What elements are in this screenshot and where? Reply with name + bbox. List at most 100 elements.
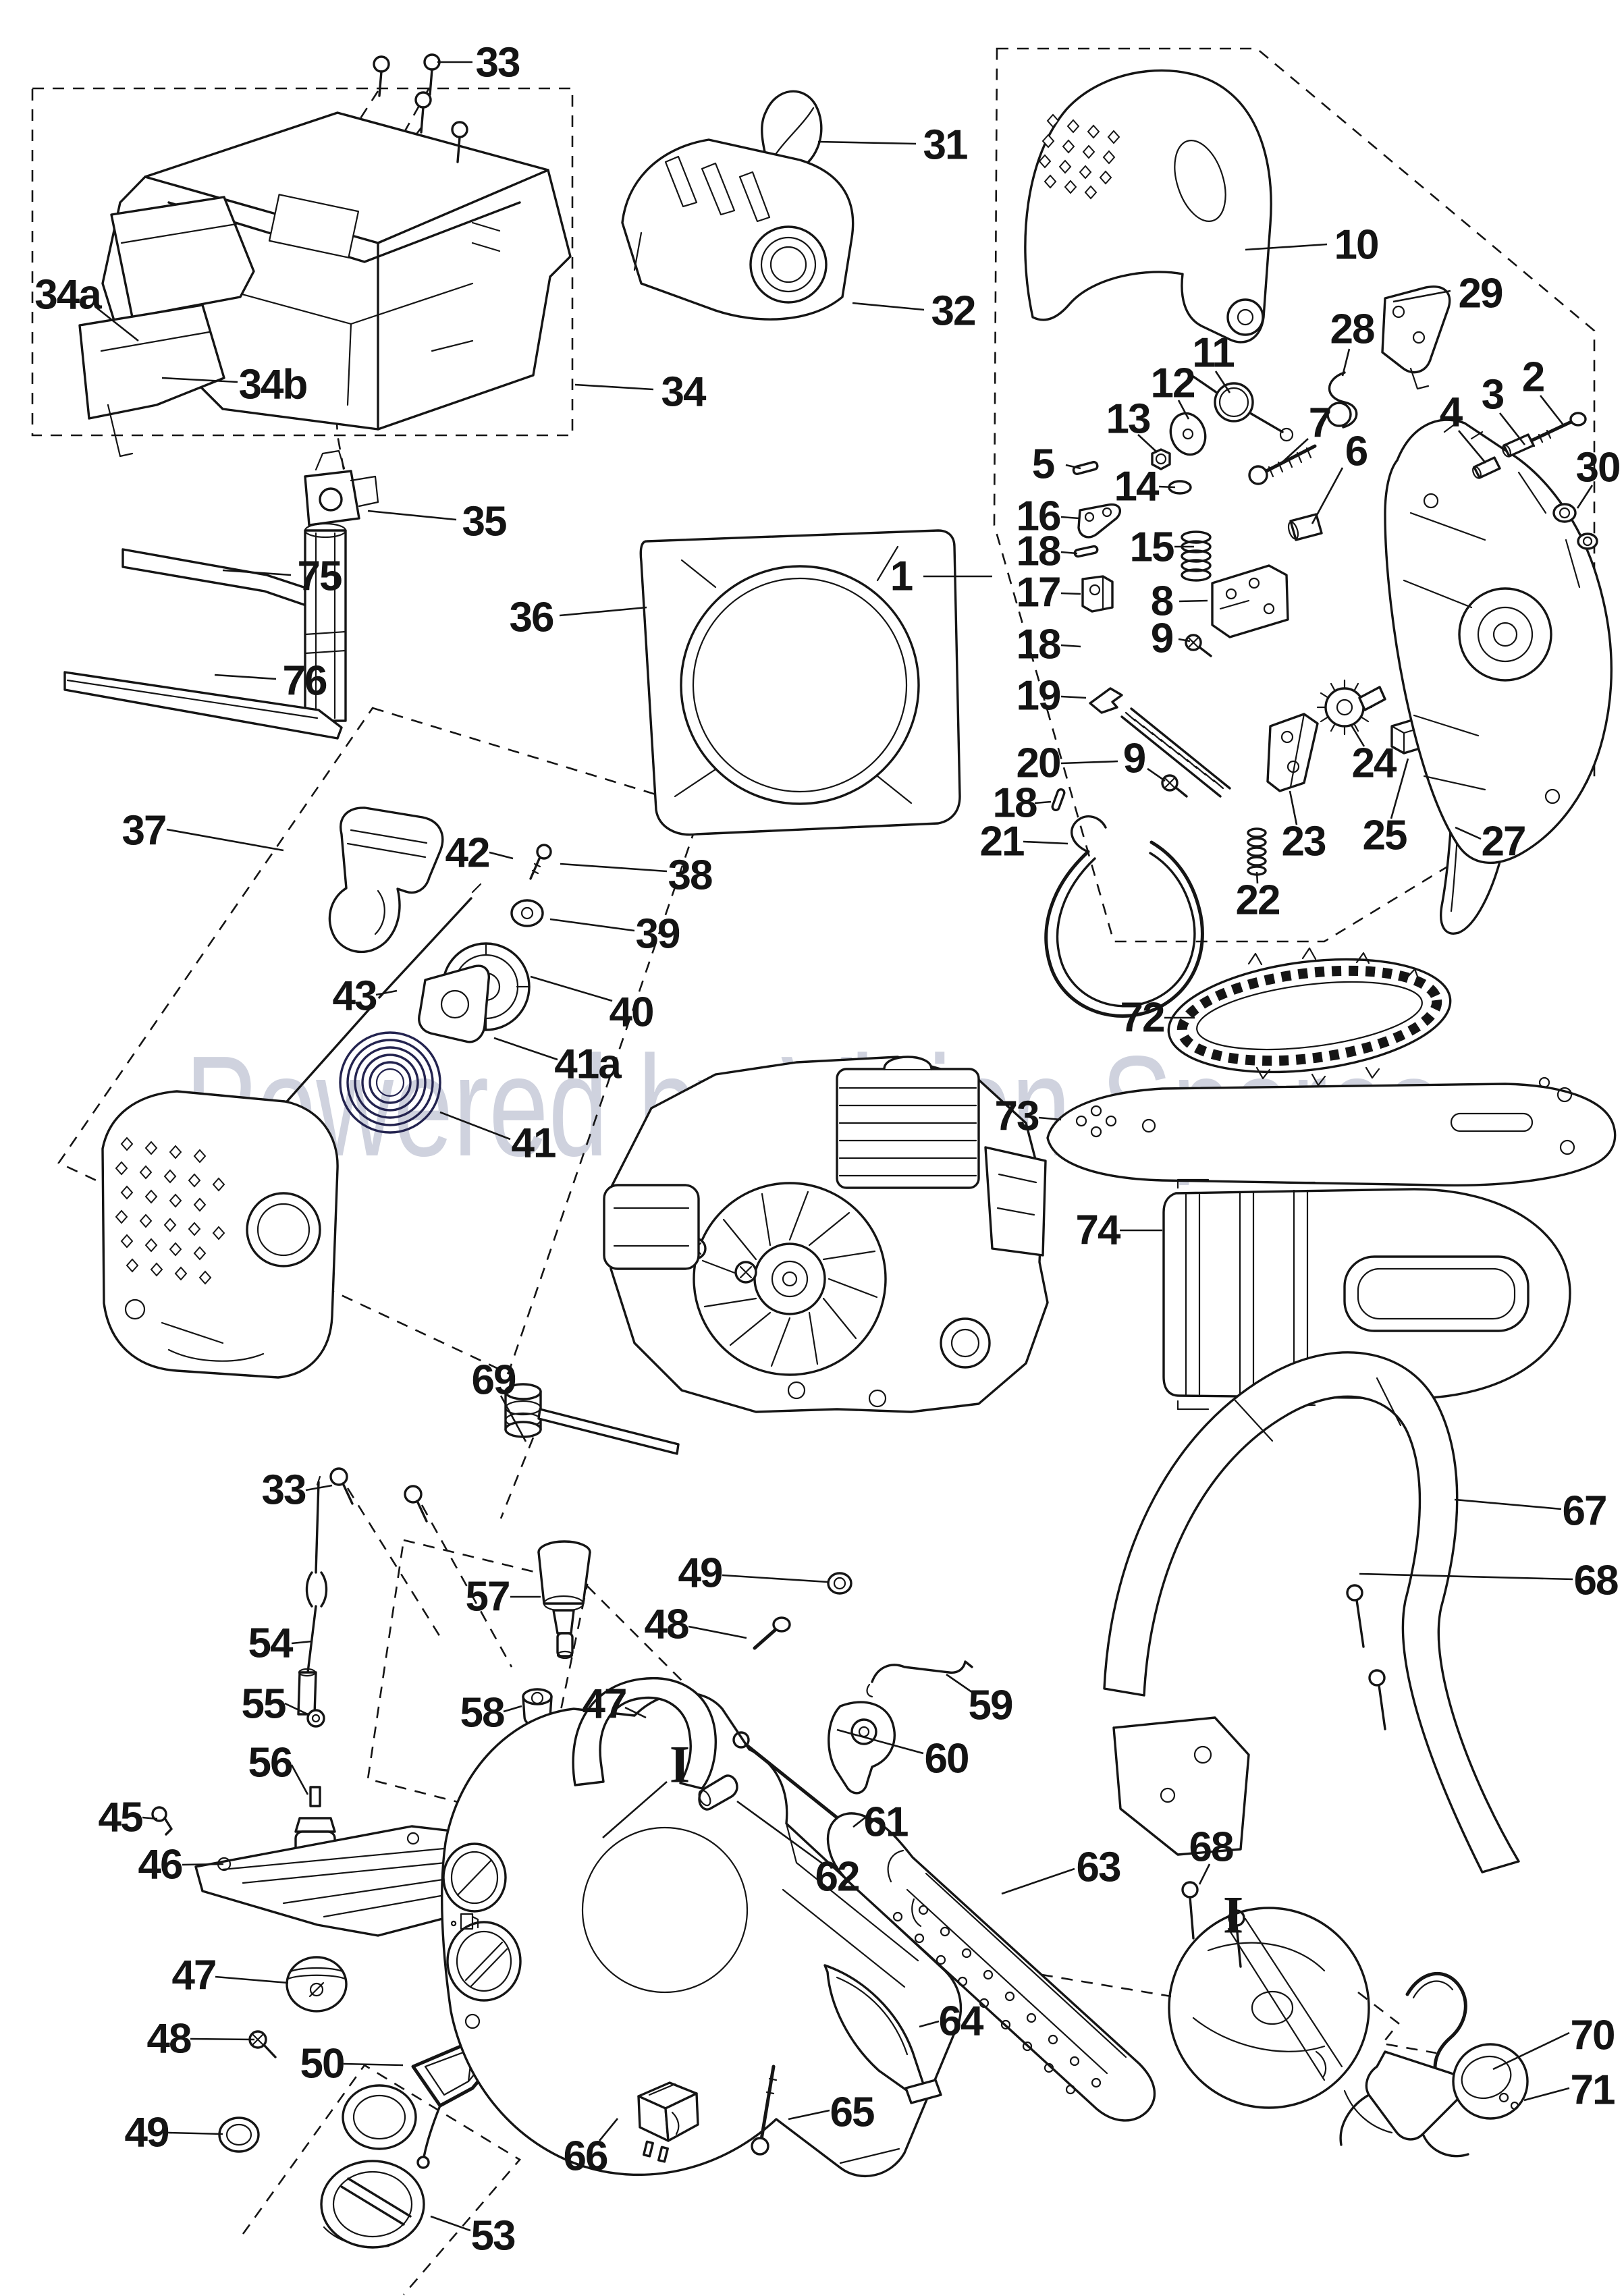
part-label-65: 65: [830, 2089, 874, 2136]
part-label-8: 8: [1151, 578, 1173, 625]
part-label-59: 59: [969, 1683, 1012, 1729]
pin-62: [698, 1774, 738, 1811]
leader-line-18: [1034, 800, 1052, 804]
breather-45: [151, 1806, 173, 1836]
fuel-filter-57: [537, 1540, 591, 1660]
part-label-28: 28: [1330, 306, 1374, 353]
detail-view-circle: [1168, 1907, 1370, 2109]
bracket-23: [1266, 713, 1319, 792]
part-label-66: 66: [564, 2133, 607, 2180]
leader-line-53: [430, 2215, 471, 2232]
part-label-19: 19: [1017, 673, 1060, 719]
leader-line-75: [222, 569, 292, 576]
leader-line-48: [688, 1625, 747, 1639]
screws-68-upper: [1346, 1584, 1386, 1730]
leader-line-28: [1341, 348, 1351, 377]
leader-line-27: [1455, 826, 1482, 840]
leader-line-18: [1060, 551, 1078, 555]
leader-line-19: [1060, 695, 1087, 699]
part-label-45: 45: [99, 1795, 142, 1841]
part-label-9: 9: [1123, 736, 1145, 782]
leader-line-10: [1245, 243, 1328, 251]
part-label-75: 75: [298, 553, 342, 600]
part-label-I: I: [1223, 1886, 1243, 1944]
primer-hose-70: [1405, 1972, 1467, 2079]
part-label-21: 21: [980, 819, 1024, 865]
leader-line-69: [499, 1395, 527, 1442]
part-label-64: 64: [939, 1998, 984, 2045]
part-label-31: 31: [923, 122, 967, 169]
part-label-15: 15: [1130, 524, 1174, 571]
cylinder-cover-34: [101, 111, 572, 431]
adjuster-gear-24: [1316, 679, 1386, 736]
part-label-10: 10: [1334, 222, 1378, 269]
leader-line-73: [1038, 1116, 1062, 1121]
leader-line-42: [489, 851, 514, 860]
part-label-I: I: [670, 1735, 690, 1794]
part-label-71: 71: [1571, 2067, 1615, 2114]
leader-line-33: [305, 1484, 333, 1492]
starter-cam-41a: [418, 964, 490, 1043]
part-label-68: 68: [1574, 1558, 1618, 1604]
throttle-rod-59: [866, 1660, 973, 1698]
screw-9b: [1161, 774, 1188, 798]
part-label-62: 62: [815, 1854, 859, 1901]
part-label-70: 70: [1571, 2013, 1615, 2059]
leader-line-45: [142, 1816, 158, 1820]
part-label-63: 63: [1077, 1844, 1120, 1891]
guard-bracket-64: [823, 1964, 942, 2104]
part-label-2: 2: [1522, 354, 1544, 401]
latch-17: [1081, 575, 1114, 613]
part-label-48: 48: [645, 1602, 688, 1648]
leader-line-7: [1277, 438, 1309, 467]
leader-line-55: [284, 1702, 308, 1716]
fuel-icon: [450, 1913, 479, 1930]
part-label-54: 54: [248, 1620, 294, 1667]
bolt-2: [1525, 412, 1587, 447]
part-label-18: 18: [1017, 528, 1060, 575]
starter-housing-37: [101, 1090, 339, 1379]
leader-line-34a: [96, 306, 139, 342]
pin-4: [1472, 456, 1501, 479]
part-label-11: 11: [1192, 330, 1234, 377]
nuts-30: [1552, 503, 1598, 550]
leader-line-49: [167, 2131, 223, 2135]
bar-scabbard-74: [1162, 1178, 1571, 1411]
leader-line-18: [1060, 644, 1081, 648]
screw-48b: [248, 2030, 277, 2058]
leader-line-I: [602, 1781, 668, 1838]
oil-pump-69: [504, 1383, 680, 1455]
screw-48a: [753, 1616, 791, 1650]
part-label-76: 76: [283, 658, 327, 705]
part-label-33: 33: [262, 1467, 306, 1514]
leader-line-30: [1576, 485, 1594, 509]
part-label-56: 56: [248, 1740, 292, 1786]
part-label-25: 25: [1363, 813, 1407, 859]
oil-pickup-54: [297, 1475, 328, 1716]
guide-plate-8: [1211, 564, 1289, 638]
leader-line-64: [919, 2020, 940, 2028]
leader-line-49: [722, 1574, 828, 1583]
leader-line-54: [291, 1640, 313, 1645]
leader-line-11: [1214, 371, 1231, 393]
washer-49a: [827, 1572, 852, 1595]
flat-file-76: [63, 671, 343, 740]
part-label-23: 23: [1282, 819, 1326, 865]
part-label-16: 16: [1017, 493, 1060, 540]
leader-line-61: [852, 1811, 872, 1828]
leader-line-65: [788, 2109, 830, 2121]
leader-line-68: [1359, 1573, 1573, 1581]
part-label-57: 57: [466, 1574, 510, 1620]
part-label-67: 67: [1563, 1488, 1606, 1535]
leader-line-32: [852, 302, 925, 311]
cover-panel-34a: [110, 196, 255, 319]
spring-15: [1181, 530, 1212, 582]
leader-line-24: [1349, 723, 1365, 747]
part-label-14: 14: [1114, 464, 1160, 510]
part-label-74: 74: [1076, 1207, 1121, 1254]
part-label-33: 33: [476, 40, 520, 86]
part-label-3: 3: [1482, 372, 1504, 418]
brake-band-21: [1044, 815, 1204, 1018]
saw-chain-72: [1167, 947, 1452, 1087]
